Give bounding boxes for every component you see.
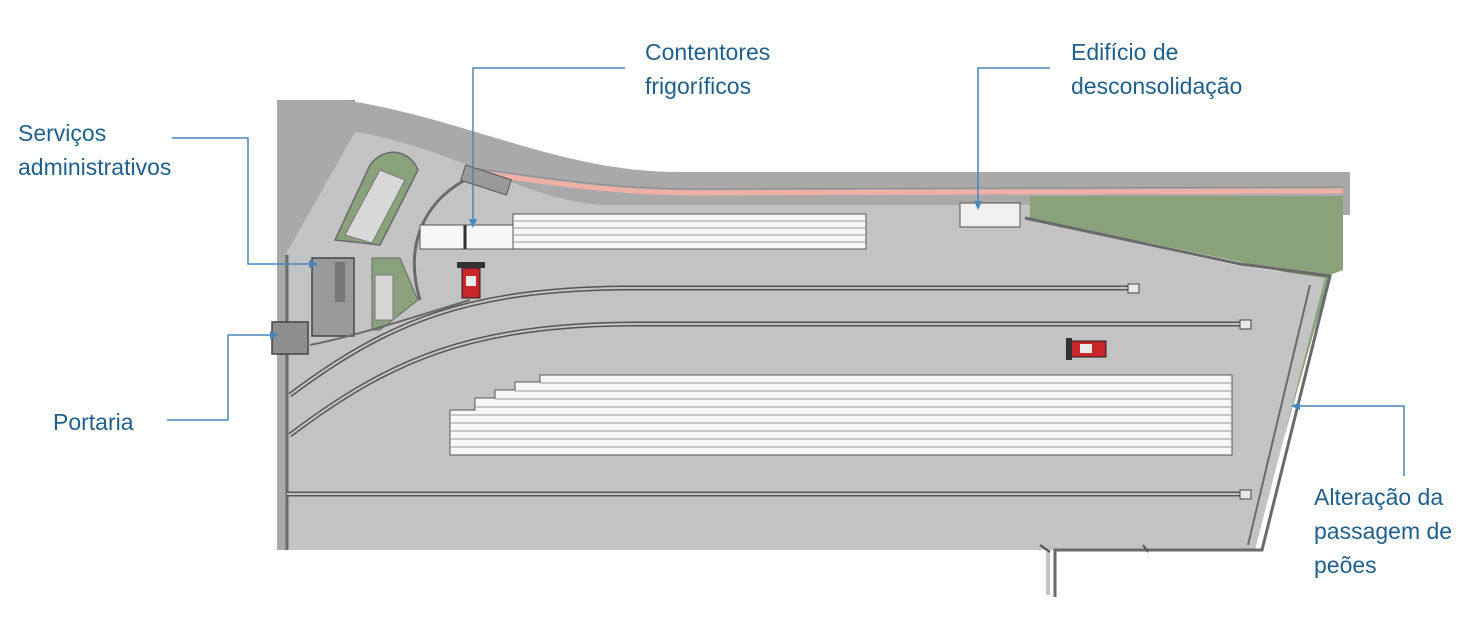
green-area-right: [1030, 196, 1343, 540]
label-edificio-line1: Edifício de: [1071, 39, 1179, 65]
long-container-block: [512, 213, 867, 250]
admin-building: [311, 257, 355, 337]
pedestrian-path-edge: [469, 167, 1344, 190]
label-portaria-line1: Portaria: [53, 409, 134, 435]
leader-arrowheads: [270, 201, 1300, 410]
reach-stacker-2: [1066, 338, 1107, 360]
arrow-alteracao: [1291, 402, 1300, 410]
rail-track-2-inner: [289, 323, 1245, 436]
track-1-end: [1127, 283, 1140, 294]
track-3-end: [1239, 489, 1252, 500]
leader-contentores: [472, 67, 625, 222]
reefer-container-block: [419, 224, 516, 250]
perimeter-wall-inner: [1247, 284, 1311, 546]
bottom-notch-2: [1142, 544, 1149, 553]
arrow-servicos: [309, 260, 318, 268]
parking-bays: [344, 169, 406, 244]
arrow-edificio: [974, 201, 982, 210]
label-portaria: Portaria: [53, 405, 134, 439]
admin-building-windows: [335, 262, 345, 302]
leader-edificio: [977, 67, 1050, 204]
label-contentores-line2: frigoríficos: [645, 73, 752, 99]
label-edificio-desconsolidacao: Edifício de desconsolidação: [1071, 35, 1242, 103]
rail-track-1-inner: [289, 287, 1133, 396]
label-alteracao-line1: Alteração da: [1314, 484, 1444, 510]
label-alteracao-passagem-peoes: Alteração da passagem de peões: [1314, 480, 1452, 582]
reach-stacker-1: [457, 262, 485, 299]
deconsolidation-building: [959, 202, 1021, 228]
leader-lines: [167, 67, 1405, 476]
arrow-portaria: [270, 331, 279, 339]
label-servicos-line1: Serviços: [18, 120, 107, 146]
bottom-notch-1: [1039, 544, 1051, 553]
long-container-rows: [513, 220, 866, 243]
label-alteracao-line2: passagem de: [1314, 518, 1453, 544]
gatehouse: [271, 321, 309, 355]
admin-parking: [374, 274, 394, 321]
label-servicos-administrativos: Serviços administrativos: [18, 116, 171, 184]
label-alteracao-line3: peões: [1314, 552, 1377, 578]
leader-alteracao: [1297, 405, 1405, 476]
admin-access-curve: [309, 299, 471, 346]
leader-servicos: [172, 137, 312, 265]
label-servicos-line2: administrativos: [18, 154, 172, 180]
arrow-contentores: [469, 219, 477, 228]
leader-portaria: [167, 334, 273, 421]
perimeter-wall: [1024, 216, 1332, 597]
label-contentores-frigorificos: Contentores frigoríficos: [645, 35, 770, 103]
main-container-rows: [450, 382, 1232, 448]
label-edificio-line2: desconsolidação: [1071, 73, 1243, 99]
track-2-end: [1239, 319, 1252, 330]
label-contentores-line1: Contentores: [645, 39, 771, 65]
